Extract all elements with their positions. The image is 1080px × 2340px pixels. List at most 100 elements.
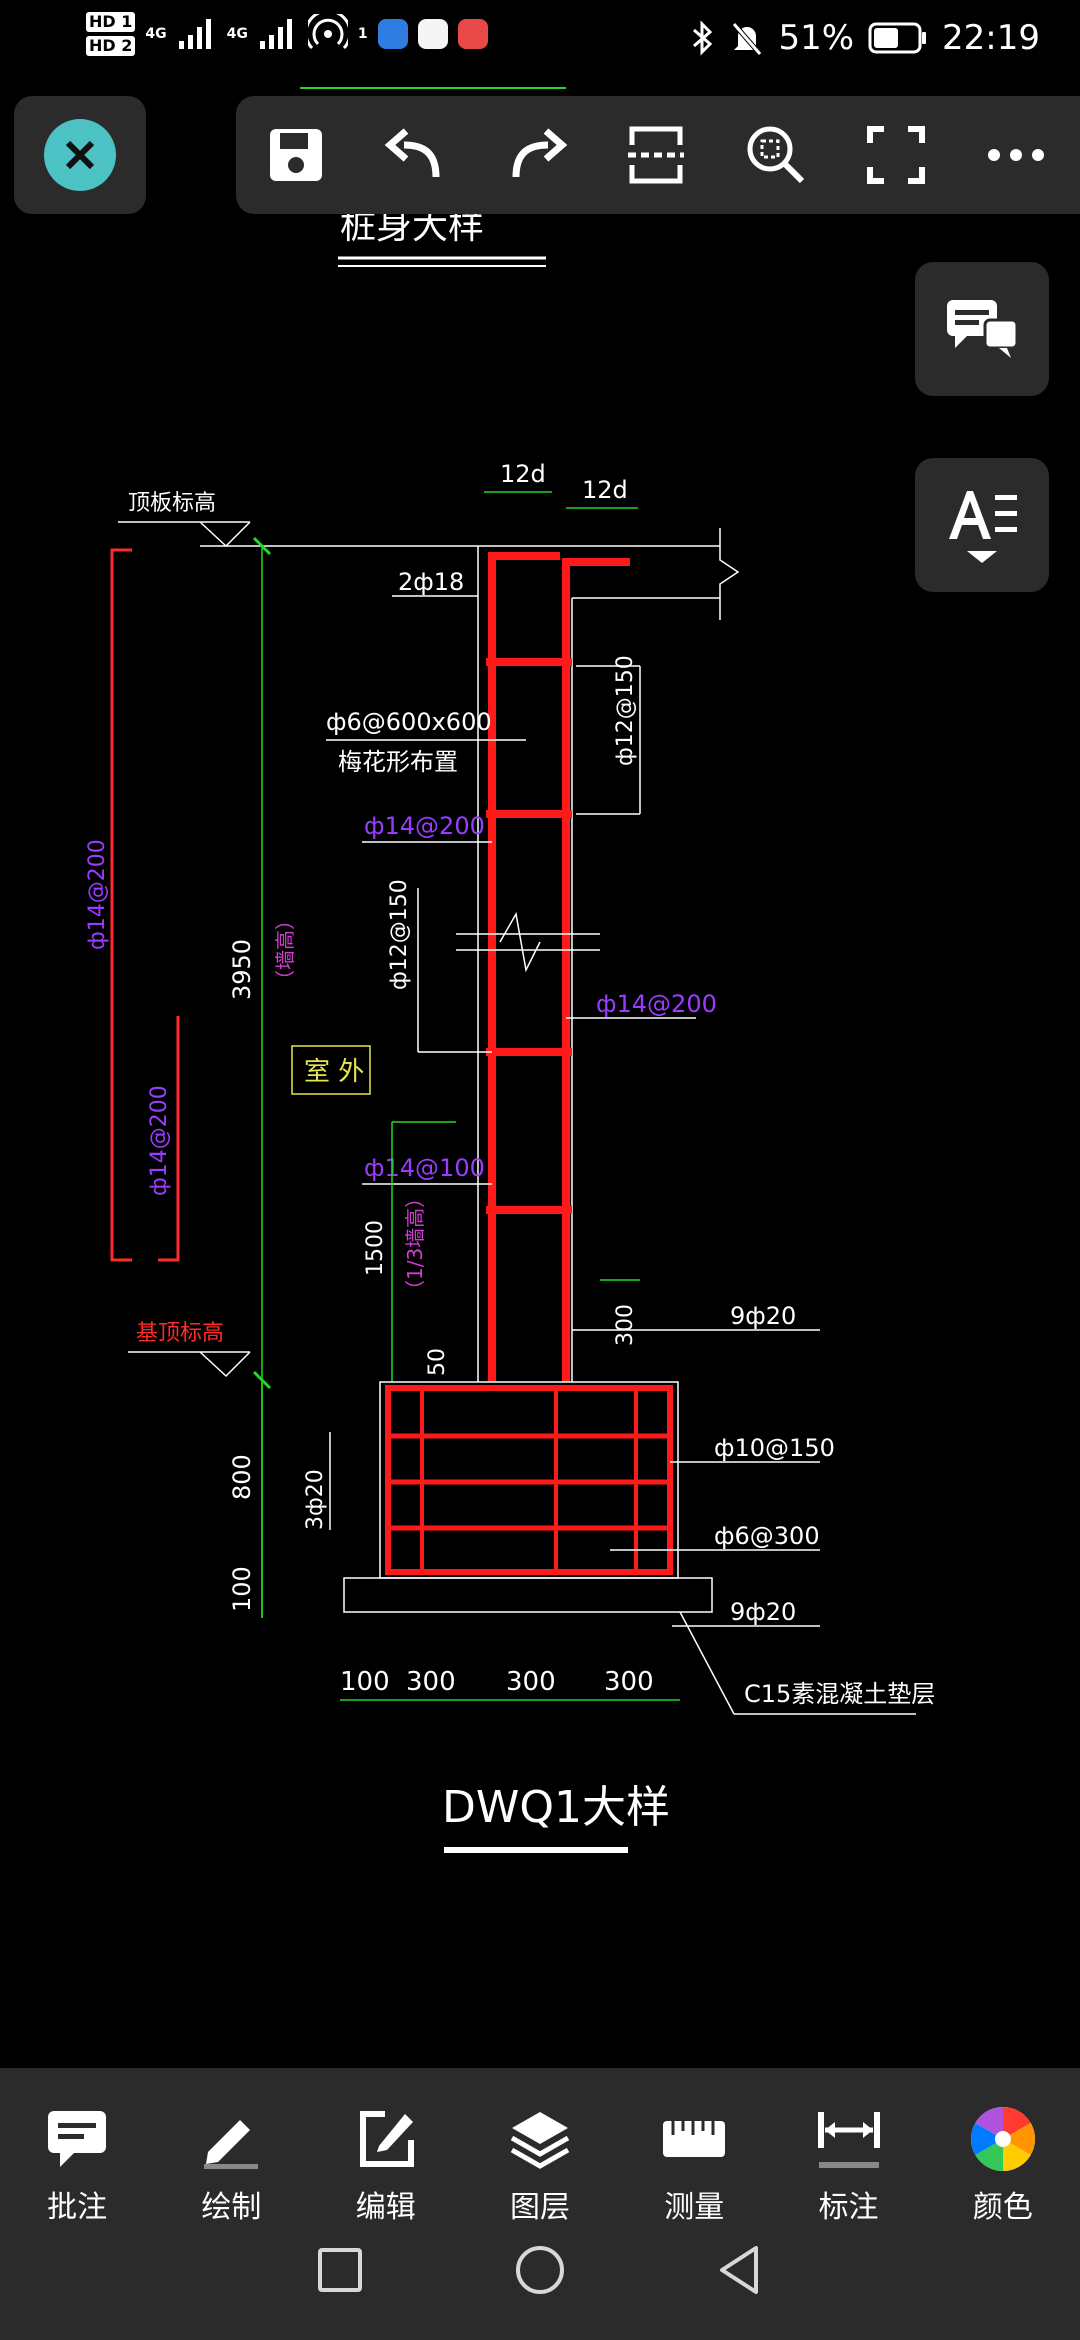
bottom-toolbar: 批注 绘制 编辑 图层 测量: [0, 2084, 1080, 2254]
tool-measure-label: 测量: [664, 2190, 725, 2225]
rebar-v-14-200-inner: ф14@200: [147, 1085, 172, 1196]
tool-layers-label: 图层: [509, 2190, 570, 2225]
tool-color[interactable]: 颜色: [926, 2084, 1080, 2254]
undo-button[interactable]: [356, 96, 476, 214]
signal-2-icon: [259, 19, 292, 49]
save-button[interactable]: [236, 96, 356, 214]
tool-dimension-label: 标注: [818, 2190, 879, 2225]
tool-layers[interactable]: 图层: [463, 2084, 617, 2254]
rebar-phi6-label: ф6@600x600: [326, 708, 492, 736]
dim-300-a-label: 300: [406, 1667, 456, 1697]
more-button[interactable]: [956, 96, 1076, 214]
tool-measure[interactable]: 测量: [617, 2084, 771, 2254]
wall-height-label: （墙高）: [273, 910, 297, 990]
rebar-14-200-a: ф14@200: [364, 812, 485, 840]
third-wall-height-label: （1/3墙高）: [403, 1188, 427, 1300]
rebar-12-150-left: ф12@150: [387, 879, 412, 990]
status-left: HD 1 HD 2 4G 4G 1: [86, 12, 488, 56]
shield-app-icon: [377, 19, 408, 49]
zoom-icon: [747, 126, 805, 184]
rebar-14-200-b: ф14@200: [596, 990, 717, 1018]
tool-edit[interactable]: 编辑: [309, 2084, 463, 2254]
assistant-app-icon: [417, 19, 448, 49]
cushion-label: C15素混凝土垫层: [744, 1680, 935, 1708]
dim-300-b-label: 300: [506, 1667, 556, 1697]
dim-3950-label: 3950: [228, 939, 256, 1000]
dim-12d-left: 12d: [500, 460, 546, 488]
rebar-3d20-label: 3ф20: [303, 1469, 328, 1530]
fullscreen-icon: [867, 126, 925, 184]
section-icon: [628, 126, 684, 184]
text-style-button[interactable]: [915, 458, 1049, 592]
tool-comment-label: 批注: [47, 2190, 108, 2225]
redo-button[interactable]: [476, 96, 596, 214]
pencil-icon: [204, 2120, 259, 2169]
drawing-canvas[interactable]: 桩身大样 顶板标高 基顶标高 3950 （墙高） ф14@200 ф14@200: [0, 78, 1080, 2068]
tool-comment[interactable]: 批注: [0, 2084, 154, 2254]
save-icon: [270, 129, 322, 181]
dim-1500-label: 1500: [363, 1220, 388, 1276]
tool-draw-label: 绘制: [201, 2190, 262, 2225]
outside-label: 室 外: [304, 1057, 364, 1087]
back-button[interactable]: [716, 2244, 764, 2296]
hotspot-badge: 1: [357, 26, 368, 42]
color-wheel-icon: [970, 2107, 1035, 2171]
system-nav-bar: [0, 2200, 1080, 2340]
dim-12d-right: 12d: [582, 476, 628, 504]
rebar-2d18-label: 2ф18: [398, 568, 464, 596]
battery-percent: 51%: [778, 18, 855, 58]
comments-button[interactable]: [915, 262, 1049, 396]
roof-elevation-label: 顶板标高: [128, 491, 216, 516]
fullscreen-button[interactable]: [836, 96, 956, 214]
dim-300-c-label: 300: [604, 1667, 654, 1697]
hotspot-icon: [307, 14, 348, 50]
section-button[interactable]: [596, 96, 716, 214]
chat-bubbles-icon: [947, 300, 1019, 358]
close-button[interactable]: [44, 119, 116, 191]
bluetooth-icon: [693, 20, 713, 56]
dim-100-label: 100: [340, 1667, 390, 1697]
signal-1-label: 4G: [145, 26, 167, 42]
more-icon: [988, 149, 1044, 161]
base-elevation-label: 基顶标高: [136, 1321, 224, 1346]
text-style-icon: [949, 491, 1017, 563]
status-bar: HD 1 HD 2 4G 4G 1 51% 22:19: [0, 0, 1080, 78]
rebar-9d20-top: 9ф20: [730, 1302, 796, 1330]
zoom-button[interactable]: [716, 96, 836, 214]
rebar-14-100-label: ф14@100: [364, 1154, 485, 1182]
tool-color-label: 颜色: [972, 2190, 1033, 2225]
comment-icon: [48, 2111, 107, 2167]
dim-50-label: 50: [425, 1348, 450, 1376]
dim-100-vertical: 100: [228, 1566, 256, 1612]
rebar-6-300-label: ф6@300: [714, 1522, 820, 1550]
undo-icon: [384, 128, 440, 178]
tool-draw[interactable]: 绘制: [154, 2084, 308, 2254]
close-icon: [65, 140, 95, 170]
tool-dimension[interactable]: 标注: [771, 2084, 925, 2254]
top-toolbar: [236, 96, 1080, 214]
rebar-9d20-bottom: 9ф20: [730, 1598, 796, 1626]
plum-layout-label: 梅花形布置: [338, 748, 458, 776]
cad-drawing[interactable]: 桩身大样 顶板标高 基顶标高 3950 （墙高） ф14@200 ф14@200: [0, 78, 1080, 2068]
cushion-layer: [343, 1577, 713, 1613]
signal-2-label: 4G: [226, 26, 248, 42]
status-right: 51% 22:19: [690, 18, 1040, 58]
hd1-badge: HD 1: [86, 12, 136, 32]
layers-icon: [510, 2112, 570, 2169]
ruler-icon: [663, 2121, 726, 2157]
dim-300-vertical: 300: [613, 1304, 638, 1346]
signal-1-icon: [178, 19, 211, 49]
recent-apps-button[interactable]: [316, 2246, 364, 2294]
redo-icon: [512, 128, 568, 178]
rebar-12-150-right: ф12@150: [613, 655, 638, 766]
rebar-v-14-200-outer: ф14@200: [85, 839, 110, 950]
book-app-icon: [457, 19, 488, 49]
mute-bell-icon: [732, 22, 763, 56]
dim-800-label: 800: [228, 1454, 256, 1500]
outside-label-box: [291, 1045, 371, 1095]
battery-icon: [868, 22, 927, 54]
edit-icon: [359, 2111, 414, 2167]
close-panel: [14, 96, 146, 214]
clock: 22:19: [942, 18, 1040, 58]
home-button[interactable]: [514, 2244, 566, 2296]
